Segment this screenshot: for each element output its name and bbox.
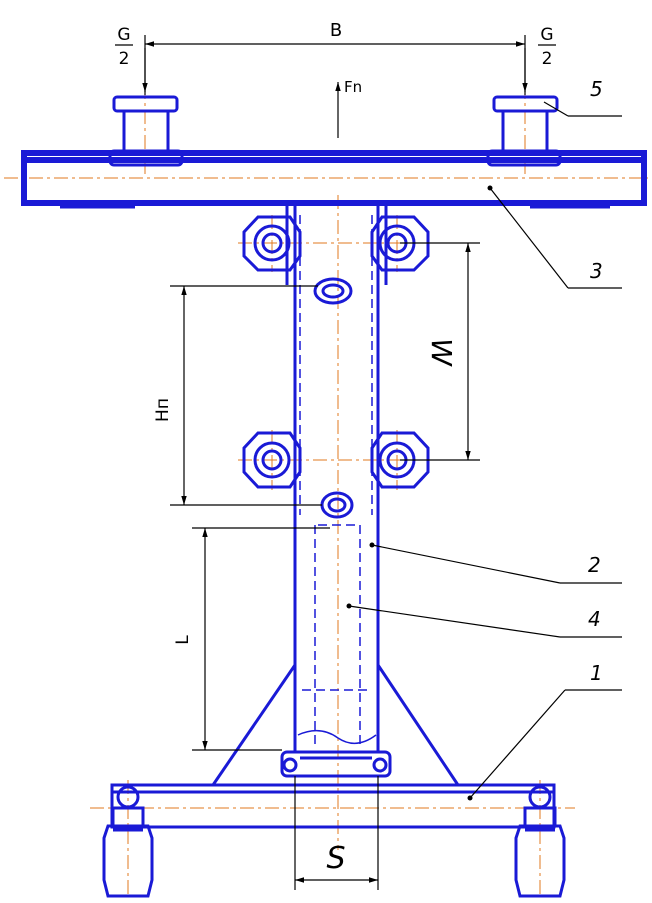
load-left: G 2 xyxy=(115,25,148,92)
hydraulic-cylinder xyxy=(297,524,377,745)
guide-roller-bottom-left xyxy=(242,431,302,489)
load-left-num: G xyxy=(117,25,130,45)
upper-pin xyxy=(313,277,353,305)
load-right-den: 2 xyxy=(542,49,553,69)
load-right-num: G xyxy=(540,25,553,45)
leader-part-2: 2 xyxy=(369,542,622,584)
part-2-number: 2 xyxy=(588,553,601,577)
dim-L-label: L xyxy=(173,635,193,645)
column-base xyxy=(280,750,392,778)
part-1-number: 1 xyxy=(590,661,603,685)
load-right: G 2 xyxy=(522,25,556,92)
leader-part-5: 5 xyxy=(543,77,622,117)
dimension-W: W xyxy=(400,242,480,461)
guide-roller-top-left xyxy=(242,215,302,272)
dim-S-label: S xyxy=(326,841,345,876)
cylinder-eye xyxy=(320,491,354,519)
dim-Hn-label: Hп xyxy=(153,398,173,422)
part-4-number: 4 xyxy=(588,607,601,631)
dim-B-label: B xyxy=(330,20,342,41)
top-beam xyxy=(21,150,647,209)
dimension-Hn: Hп xyxy=(153,285,322,506)
force-label: Fn xyxy=(344,78,362,96)
dimension-B: B xyxy=(144,20,526,95)
force-Fn: Fn xyxy=(335,78,362,138)
part-5-number: 5 xyxy=(590,77,603,101)
left-top-roller xyxy=(108,95,184,167)
dimension-S: S xyxy=(294,776,379,890)
dim-W-label: W xyxy=(425,338,458,367)
braces xyxy=(211,664,460,786)
right-wheel xyxy=(514,785,566,898)
load-left-den: 2 xyxy=(119,49,130,69)
left-wheel xyxy=(102,785,154,898)
dimension-L: L xyxy=(173,527,330,751)
right-top-roller xyxy=(486,95,562,167)
leader-part-1: 1 xyxy=(467,661,622,801)
column xyxy=(285,205,388,752)
bottom-frame xyxy=(110,783,556,829)
leader-part-4: 4 xyxy=(346,603,622,638)
part-3-number: 3 xyxy=(590,259,603,283)
leader-part-3: 3 xyxy=(487,185,622,289)
